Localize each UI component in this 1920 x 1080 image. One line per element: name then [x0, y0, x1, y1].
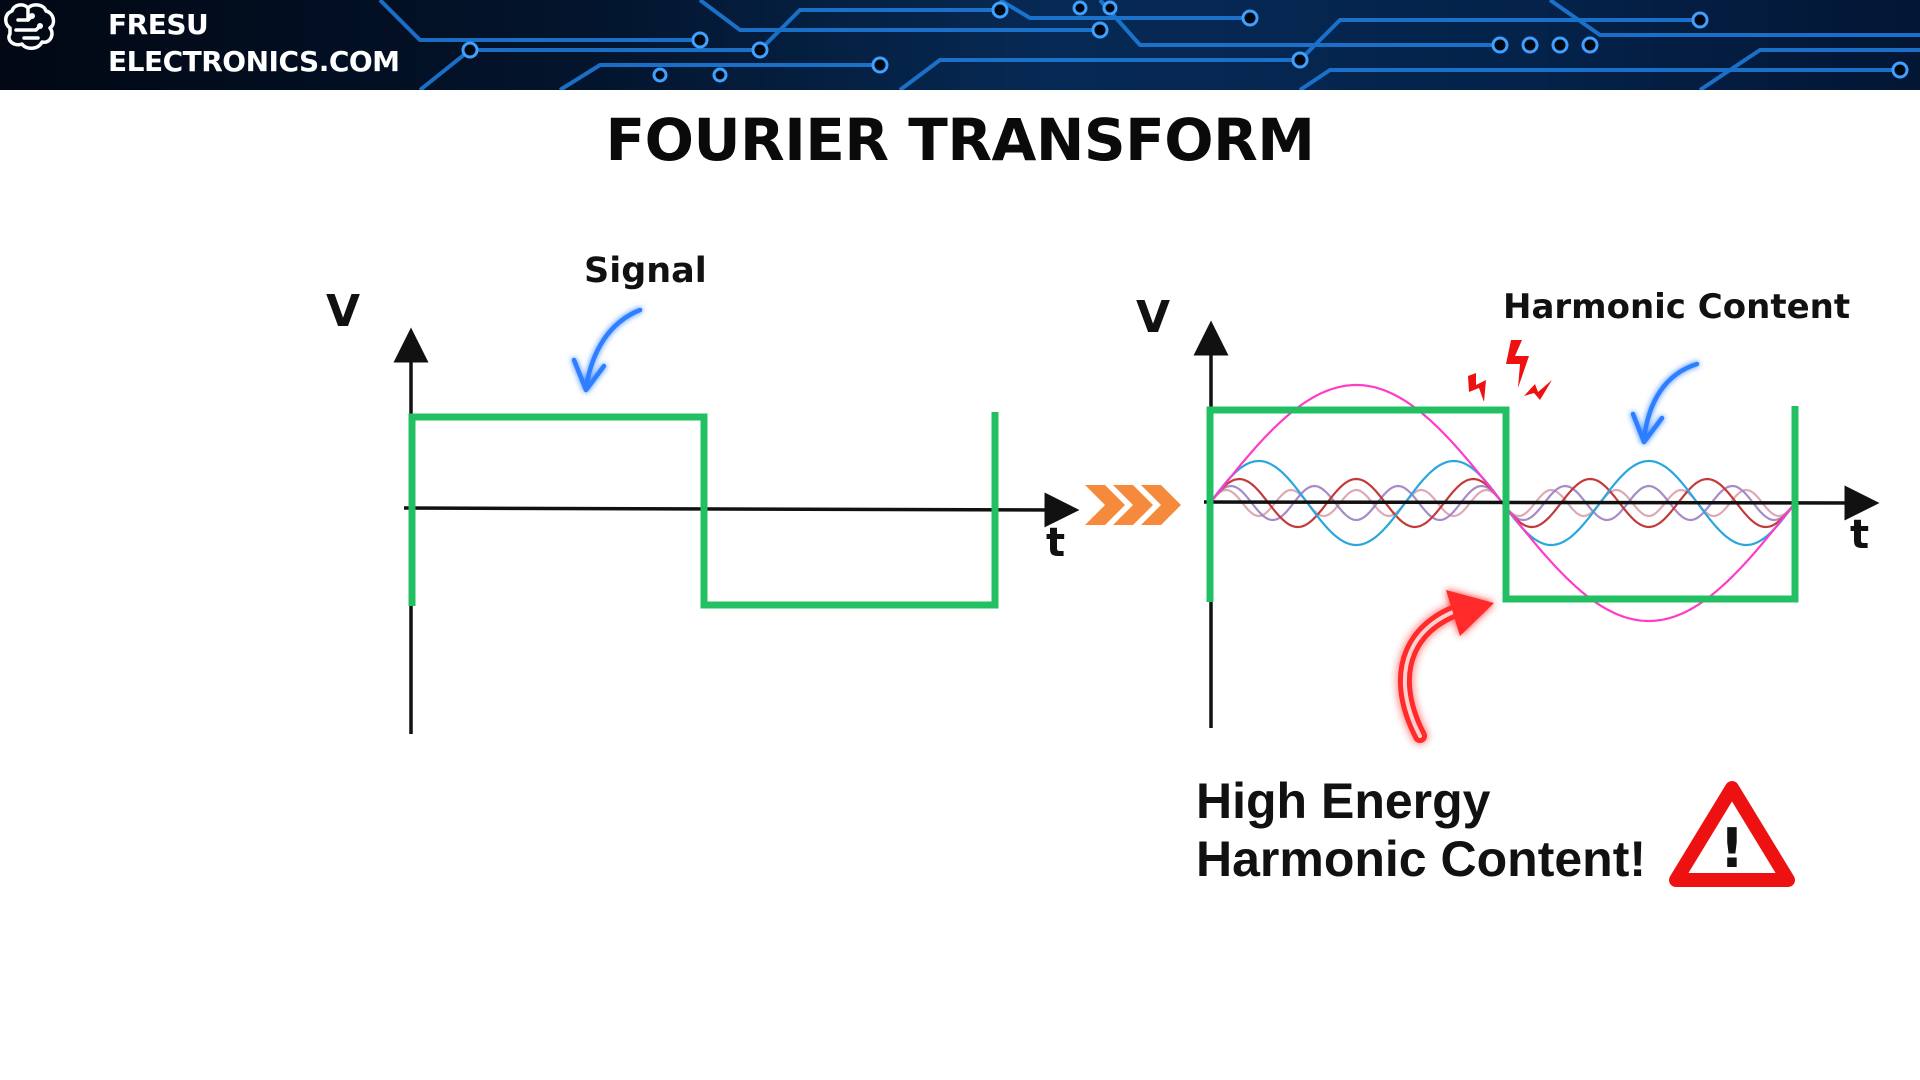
signal-callout-arrow [574, 310, 640, 390]
left-x-label: t [1046, 520, 1065, 566]
right-y-label: V [1136, 292, 1170, 343]
right-x-label: t [1850, 512, 1869, 558]
warning-line-1: High Energy [1196, 772, 1646, 830]
left-graph: V t Signal [326, 251, 1065, 734]
warning-icon-mark: ! [1720, 817, 1745, 880]
left-y-label: V [326, 286, 360, 337]
triple-chevron-right-icon [1085, 485, 1181, 525]
warning-line-2: Harmonic Content! [1196, 830, 1646, 888]
signal-label: Signal [584, 251, 707, 291]
harmonic-content-label: Harmonic Content [1503, 287, 1850, 327]
right-x-axis [1204, 502, 1862, 503]
energy-callout-arrow [1405, 590, 1494, 736]
left-x-axis [404, 508, 1062, 510]
warning-triangle-icon: ! [1676, 788, 1788, 880]
harmonic-callout-arrow [1633, 364, 1697, 442]
spark-icon [1468, 340, 1552, 402]
right-graph: V t Harmonic Content [1136, 287, 1869, 736]
warning-message: High Energy Harmonic Content! [1196, 772, 1646, 888]
